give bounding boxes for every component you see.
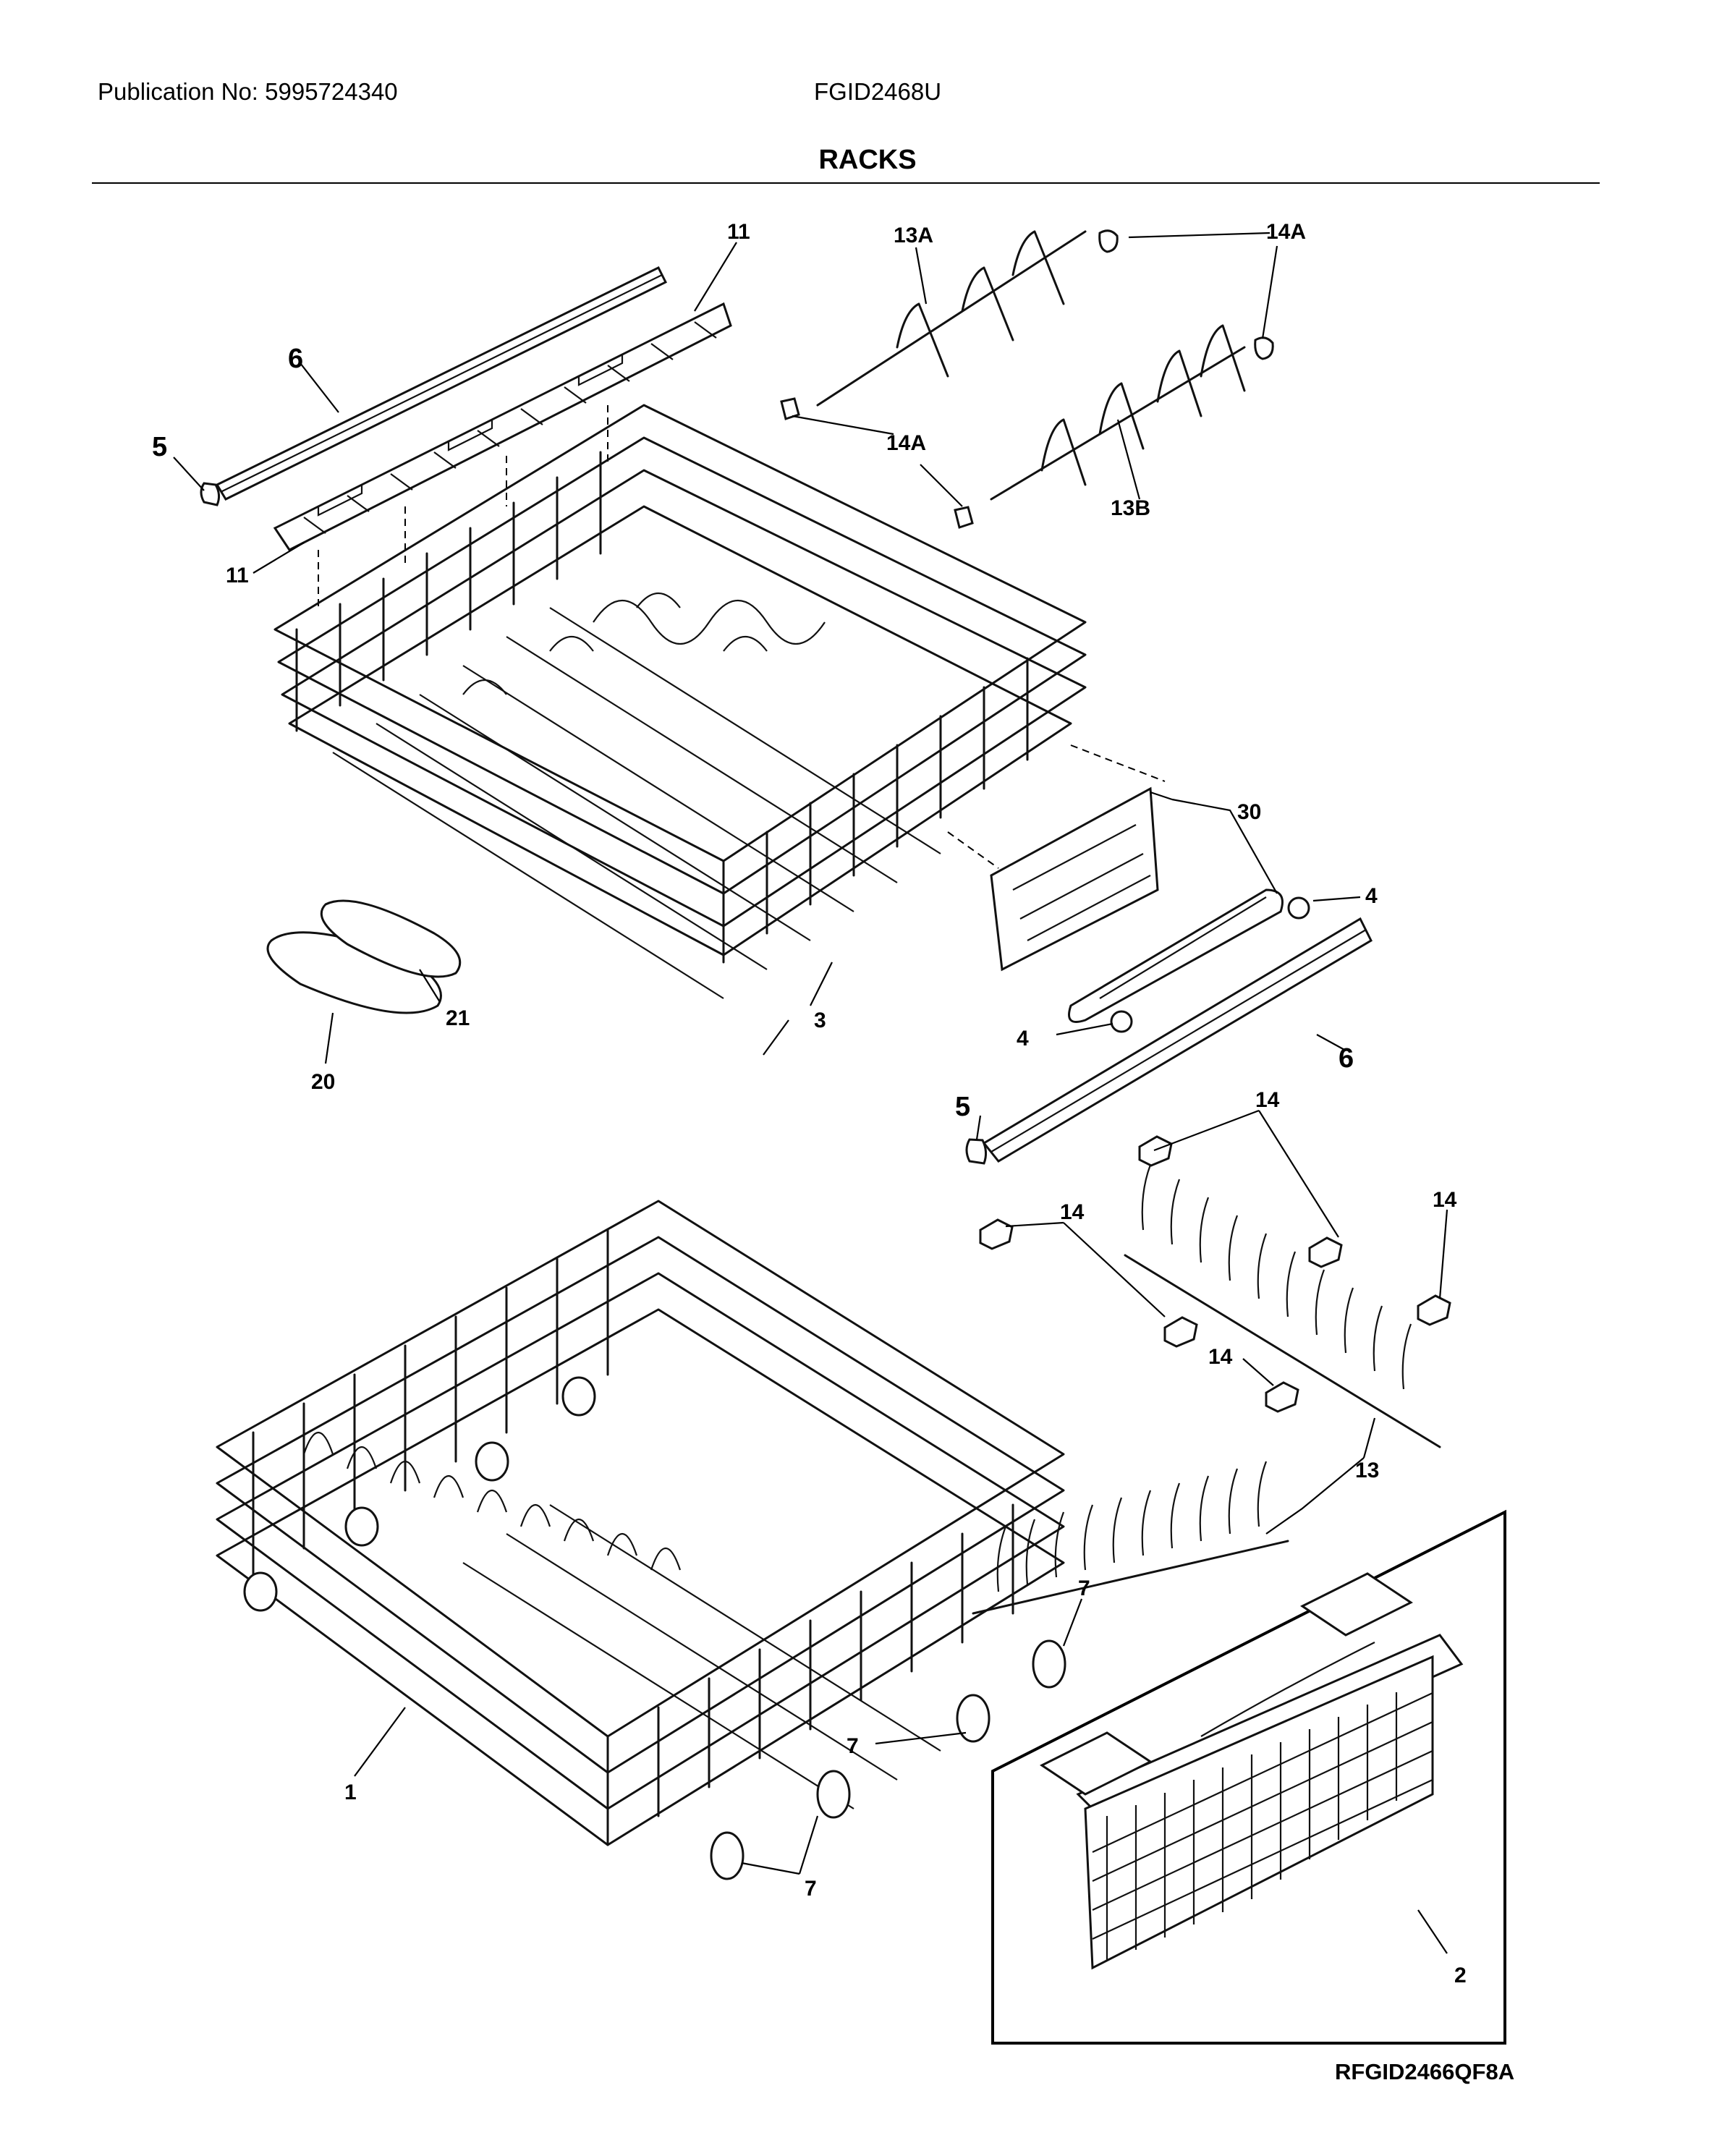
callout-20: 20 <box>311 1070 335 1094</box>
callout-11-bottom: 11 <box>226 564 249 587</box>
callout-7-top: 7 <box>1078 1576 1090 1600</box>
callout-2: 2 <box>1454 1964 1467 1987</box>
cup-shelf-13a <box>816 229 1119 407</box>
tine-clips <box>979 1135 1451 1413</box>
publication-number: Publication No: 5995724340 <box>98 78 398 105</box>
model-number: FGID2468U <box>814 78 942 105</box>
rail-upper-left <box>200 266 668 506</box>
callout-14-middle: 14 <box>1208 1345 1233 1369</box>
rack-badge <box>266 899 462 1014</box>
callout-7-bottom: 7 <box>805 1877 817 1901</box>
callout-labels: 11 11 6 6 5 5 13A 13B 14A 14A 30 4 4 3 2… <box>152 220 1467 1987</box>
cup-shelf-strip <box>273 302 732 551</box>
callout-leaders <box>173 232 1448 1954</box>
callout-14-left: 14 <box>1060 1200 1085 1224</box>
callout-13a: 13A <box>894 224 933 247</box>
rail-upper-right <box>965 917 1373 1165</box>
callout-6-lower: 6 <box>1339 1043 1354 1074</box>
callout-14-right: 14 <box>1433 1188 1457 1212</box>
lower-rack-wheels <box>710 1639 1066 1880</box>
callout-7-middle: 7 <box>847 1734 859 1758</box>
callout-21: 21 <box>446 1006 470 1030</box>
lower-rack <box>216 1200 1065 1846</box>
callout-14-top: 14 <box>1255 1088 1280 1112</box>
header-divider <box>92 182 1600 184</box>
upper-rack <box>273 404 1087 999</box>
callout-4-left: 4 <box>1017 1027 1029 1051</box>
callout-13: 13 <box>1355 1459 1379 1482</box>
page-title: RACKS <box>818 145 917 175</box>
diagram-code: RFGID2466QF8A <box>1335 2059 1515 2084</box>
tine-row-front <box>972 1461 1289 1615</box>
wheel-4-lower <box>1110 1010 1133 1033</box>
silverware-basket <box>1040 1572 1464 1970</box>
callout-14a-middle: 14A <box>886 431 926 455</box>
rack-adjuster <box>990 786 1284 1023</box>
tine-row-back <box>1124 1164 1441 1448</box>
callout-13b: 13B <box>1111 496 1150 520</box>
callout-6-upper: 6 <box>288 344 303 374</box>
callout-4-right: 4 <box>1365 884 1378 908</box>
callout-11-top: 11 <box>727 220 750 244</box>
callout-1: 1 <box>344 1781 357 1804</box>
callout-14a-top: 14A <box>1266 220 1306 244</box>
callout-5-lower: 5 <box>955 1092 970 1122</box>
callout-30: 30 <box>1237 800 1261 824</box>
callout-5-upper: 5 <box>152 432 167 462</box>
wheel-4-upper <box>1287 896 1310 920</box>
callout-3: 3 <box>814 1009 826 1032</box>
cup-shelf-13b <box>780 324 1274 529</box>
